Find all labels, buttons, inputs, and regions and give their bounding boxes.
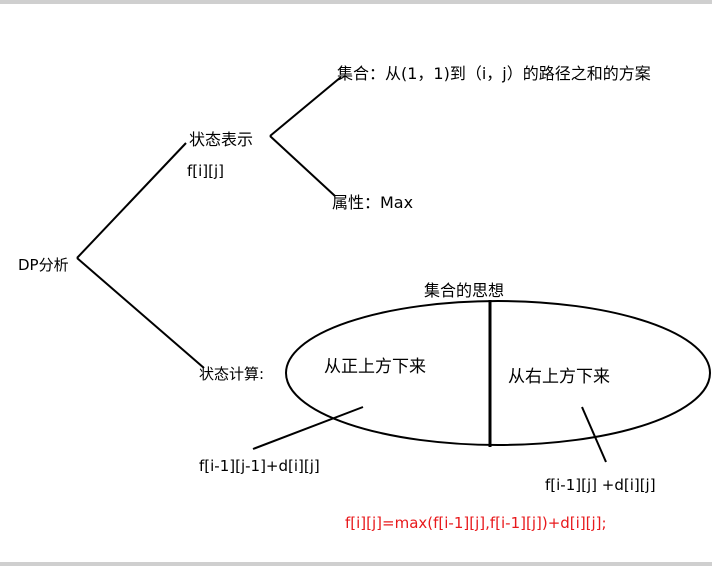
left-formula: f[i-1][j-1]+d[i][j] <box>199 457 320 475</box>
attribute-definition: 属性：Max <box>332 193 414 212</box>
state-representation-title: 状态表示 <box>189 130 254 149</box>
state-notation: f[i][j] <box>187 162 225 180</box>
edge-root-to-state-computation <box>76 257 205 369</box>
pointer-left-formula <box>252 406 364 450</box>
edge-representation-to-attribute <box>269 135 336 197</box>
set-ellipse <box>285 300 711 446</box>
state-computation-title: 状态计算: <box>199 365 265 383</box>
set-definition: 集合：从(1，1)到（i，j）的路径之和的方案 <box>337 64 651 83</box>
right-formula: f[i-1][j] +d[i][j] <box>545 476 656 494</box>
root-label: DP分析 <box>18 256 69 274</box>
recurrence-formula: f[i][j]=max(f[i-1][j],f[i-1][j])+d[i][j]… <box>345 514 607 532</box>
left-region-label: 从正上方下来 <box>324 357 426 377</box>
pointer-right-formula <box>581 406 607 463</box>
right-region-label: 从右上方下来 <box>508 367 610 387</box>
set-idea-label: 集合的思想 <box>424 281 505 300</box>
edge-root-to-state-representation <box>76 142 187 259</box>
edge-representation-to-set <box>269 76 342 137</box>
